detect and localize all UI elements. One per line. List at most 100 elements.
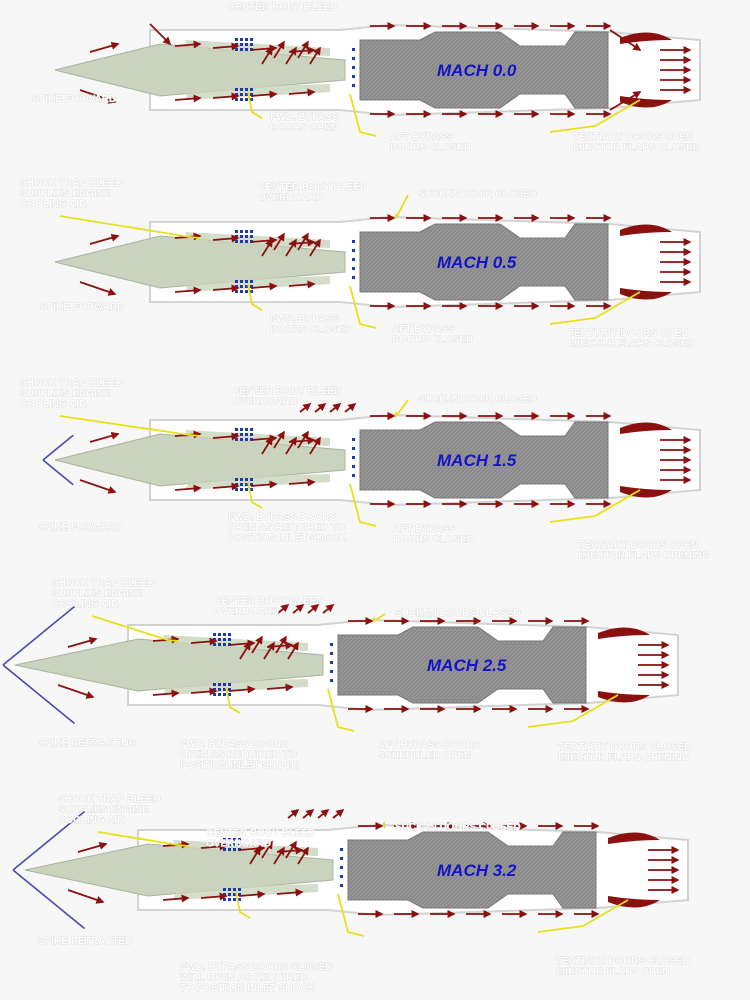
shock-wave-upper [2, 605, 76, 666]
bypass-hole [330, 679, 333, 682]
label-center-body-bleed: CENTER BODY BLEED [214, 596, 323, 607]
bypass-hole [330, 652, 333, 655]
mach-label: MACH 0.0 [437, 61, 517, 80]
label-shock-trap-bleed: SUPPLIES ENGINE [20, 389, 111, 400]
leader-lines [97, 822, 629, 937]
bleed-hole [213, 633, 216, 636]
bypass-hole [352, 474, 355, 477]
bleed-hole [223, 683, 226, 686]
leader-line [247, 91, 263, 119]
bleed-hole [245, 38, 248, 41]
airflow-arrow [285, 46, 297, 65]
label-tertiary-doors: EJECTOR FLAPS CLOSED [573, 143, 700, 154]
bypass-hole [352, 84, 355, 87]
bleed-hole [250, 488, 253, 491]
label-center-body-bleed: CENTER BODY BLEED [258, 182, 367, 193]
leader-line [549, 291, 641, 325]
leader-line [349, 285, 377, 329]
mach-label: MACH 0.5 [437, 253, 517, 272]
airflow-arrow [285, 436, 297, 455]
bleed-hole [223, 633, 226, 636]
bypass-hole [352, 447, 355, 450]
bleed-hole [245, 428, 248, 431]
airflow-arrow [287, 808, 300, 819]
label-fwd-bypass-doors: DOORS OPEN [270, 123, 338, 134]
bypass-hole [330, 670, 333, 673]
bleed-hole [228, 688, 231, 691]
airflow-arrow [200, 892, 228, 901]
ejector-flap-upper [608, 832, 660, 844]
bleed-hole [218, 683, 221, 686]
bleed-hole [223, 693, 226, 696]
label-aft-bypass-doors: DOORS CLOSED [392, 335, 473, 346]
bypass-hole [340, 866, 343, 869]
bleed-hole [240, 478, 243, 481]
label-suck-in-door: SUCK-IN DOOR CLOSED [418, 189, 537, 200]
bleed-hole [238, 838, 241, 841]
bleed-duct-lower [163, 679, 308, 695]
bleed-hole [233, 893, 236, 896]
bypass-hole [340, 875, 343, 878]
bleed-hole [235, 240, 238, 243]
bleed-hole [250, 230, 253, 233]
bleed-duct-lower [173, 884, 318, 900]
label-tertiary-doors: EJECTOR FLAPS OPENING [558, 753, 690, 764]
airflow-arrows [79, 21, 692, 119]
bleed-hole [240, 433, 243, 436]
bleed-hole [235, 230, 238, 233]
bleed-hole [228, 848, 231, 851]
bleed-duct-lower [185, 84, 330, 100]
bypass-hole [352, 267, 355, 270]
bleed-hole [218, 693, 221, 696]
label-shock-trap-bleed: COOLING AIR [52, 599, 119, 610]
airflow-arrow [89, 431, 120, 443]
label-spike-position: SPIKE RETRACTING [38, 738, 137, 749]
airflow-arrow [277, 603, 290, 614]
bleed-hole [228, 898, 231, 901]
bleed-hole [240, 38, 243, 41]
turbojet-core [359, 421, 609, 499]
airflow-arrow [149, 23, 172, 46]
leader-line [59, 215, 201, 239]
airflow-arrow [299, 402, 312, 413]
label-center-body-bleed: OVERBOARD [214, 607, 279, 618]
bleed-hole [233, 838, 236, 841]
airflow-arrow [261, 46, 273, 65]
airflow-arrow [250, 282, 278, 291]
bleed-hole [213, 693, 216, 696]
label-fwd-bypass-doors: FWD. BYPASS [270, 112, 339, 123]
label-center-body-bleed: CENTER BODY BLEED [232, 386, 341, 397]
airflow-arrow [329, 402, 342, 413]
bleed-hole [240, 438, 243, 441]
label-shock-trap-bleed: COOLING AIR [20, 199, 87, 210]
bleed-hole [228, 838, 231, 841]
bleed-hole [245, 285, 248, 288]
bleed-hole [250, 38, 253, 41]
airflow-arrow [287, 641, 299, 660]
airflow-arrow [212, 482, 240, 491]
label-tertiary-doors: EJECTOR FLAPS OPEN [556, 967, 670, 978]
label-tertiary-doors: TERTIARY DOORS OPEN [578, 540, 698, 551]
bypass-hole [352, 240, 355, 243]
bypass-hole [352, 249, 355, 252]
bleed-hole [228, 633, 231, 636]
leader-line [59, 415, 201, 437]
bleed-hole [223, 898, 226, 901]
label-shock-trap-bleed: SUPPLIES ENGINE [20, 189, 111, 200]
airflow-arrow [249, 846, 261, 865]
bypass-hole [340, 848, 343, 851]
ejector-flap-upper [620, 32, 672, 44]
bleed-hole [233, 888, 236, 891]
bleed-hole [223, 888, 226, 891]
airflow-arrow [79, 89, 117, 104]
bleed-hole [238, 893, 241, 896]
bleed-hole [228, 843, 231, 846]
label-spike-position: SPIKE FORWARD [32, 94, 116, 105]
shock-wave-upper [12, 810, 86, 871]
bleed-hole [250, 235, 253, 238]
leader-line [327, 688, 355, 732]
